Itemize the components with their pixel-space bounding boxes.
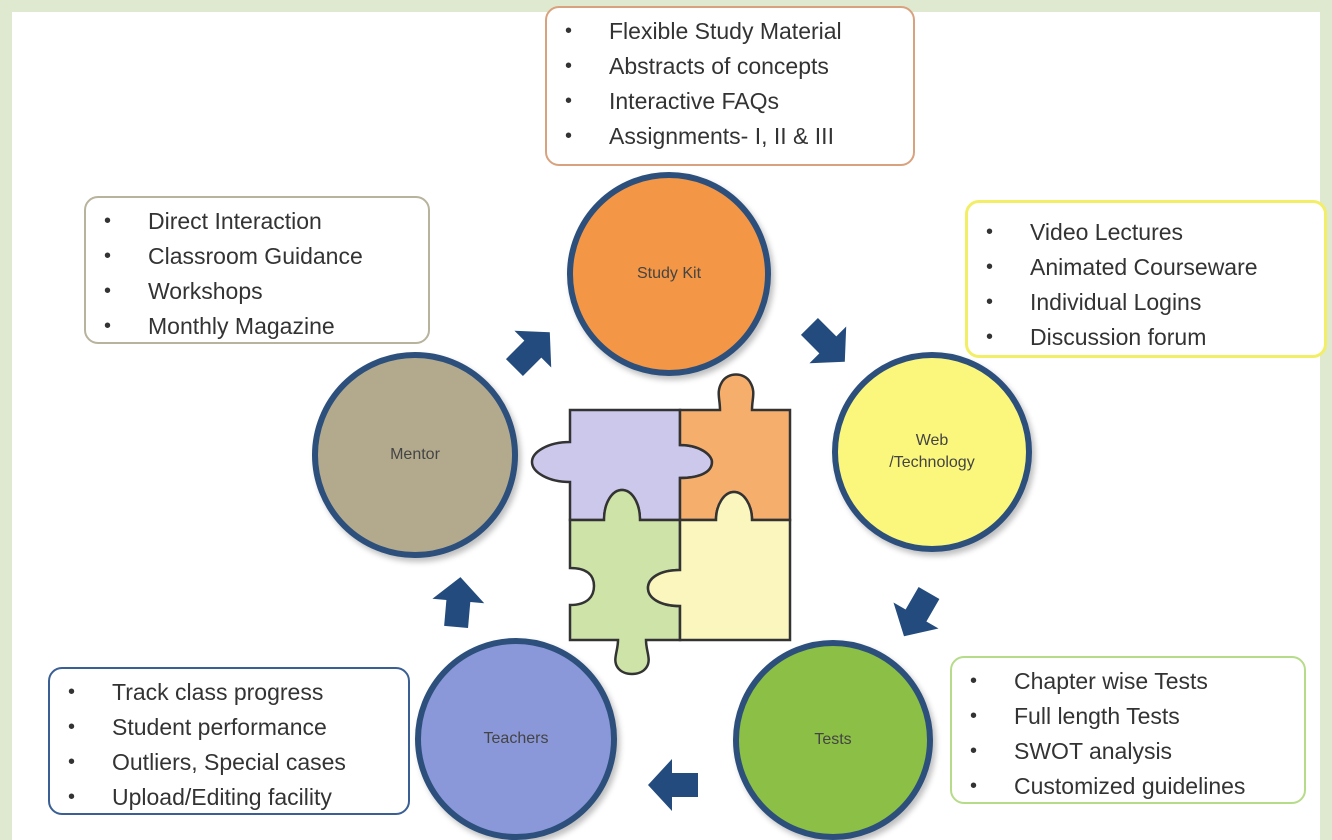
list-item: Customized guidelines (970, 769, 1294, 804)
list-item: Student performance (68, 710, 398, 745)
list-item: Full length Tests (970, 699, 1294, 734)
mentor-features-box: Direct Interaction Classroom Guidance Wo… (84, 196, 430, 344)
list-item: Classroom Guidance (104, 239, 418, 274)
puzzle-piece-green (568, 488, 682, 676)
arrow-mentor-to-study-kit (505, 330, 552, 377)
teachers-features-box: Track class progress Student performance… (48, 667, 410, 815)
list-item: Discussion forum (986, 320, 1314, 355)
list-item: Outliers, Special cases (68, 745, 398, 780)
list-item: SWOT analysis (970, 734, 1294, 769)
arrow-teachers-to-mentor (432, 577, 485, 628)
list-item: Track class progress (68, 675, 398, 710)
node-study-kit: Study Kit (567, 172, 771, 376)
list-item: Interactive FAQs (565, 84, 903, 119)
list-item: Abstracts of concepts (565, 49, 903, 84)
arrow-study-kit-to-web (800, 317, 847, 364)
list-item: Video Lectures (986, 215, 1314, 250)
node-web-technology: Web /Technology (832, 352, 1032, 552)
tests-features-box: Chapter wise Tests Full length Tests SWO… (950, 656, 1306, 804)
list-item: Chapter wise Tests (970, 664, 1294, 699)
node-study-kit-label: Study Kit (636, 264, 702, 282)
node-tests-label: Tests (814, 730, 852, 748)
study-kit-features-box: Flexible Study Material Abstracts of con… (545, 6, 915, 166)
node-teachers-label: Teachers (483, 729, 549, 747)
list-item: Workshops (104, 274, 418, 309)
node-teachers: Teachers (415, 638, 617, 840)
list-item: Direct Interaction (104, 204, 418, 239)
list-item: Flexible Study Material (565, 14, 903, 49)
arrow-tests-to-teachers (648, 759, 698, 811)
arrow-web-to-tests (893, 586, 940, 637)
list-item: Animated Courseware (986, 250, 1314, 285)
node-mentor: Mentor (312, 352, 518, 558)
list-item: Upload/Editing facility (68, 780, 398, 815)
web-technology-features-box: Video Lectures Animated Courseware Indiv… (965, 200, 1327, 358)
node-web-technology-label: Web /Technology (889, 431, 975, 471)
list-item: Individual Logins (986, 285, 1314, 320)
puzzle-piece-yellow (646, 490, 792, 642)
node-tests: Tests (733, 640, 933, 840)
list-item: Assignments- I, II & III (565, 119, 903, 154)
list-item: Monthly Magazine (104, 309, 418, 344)
node-mentor-label: Mentor (390, 445, 440, 463)
